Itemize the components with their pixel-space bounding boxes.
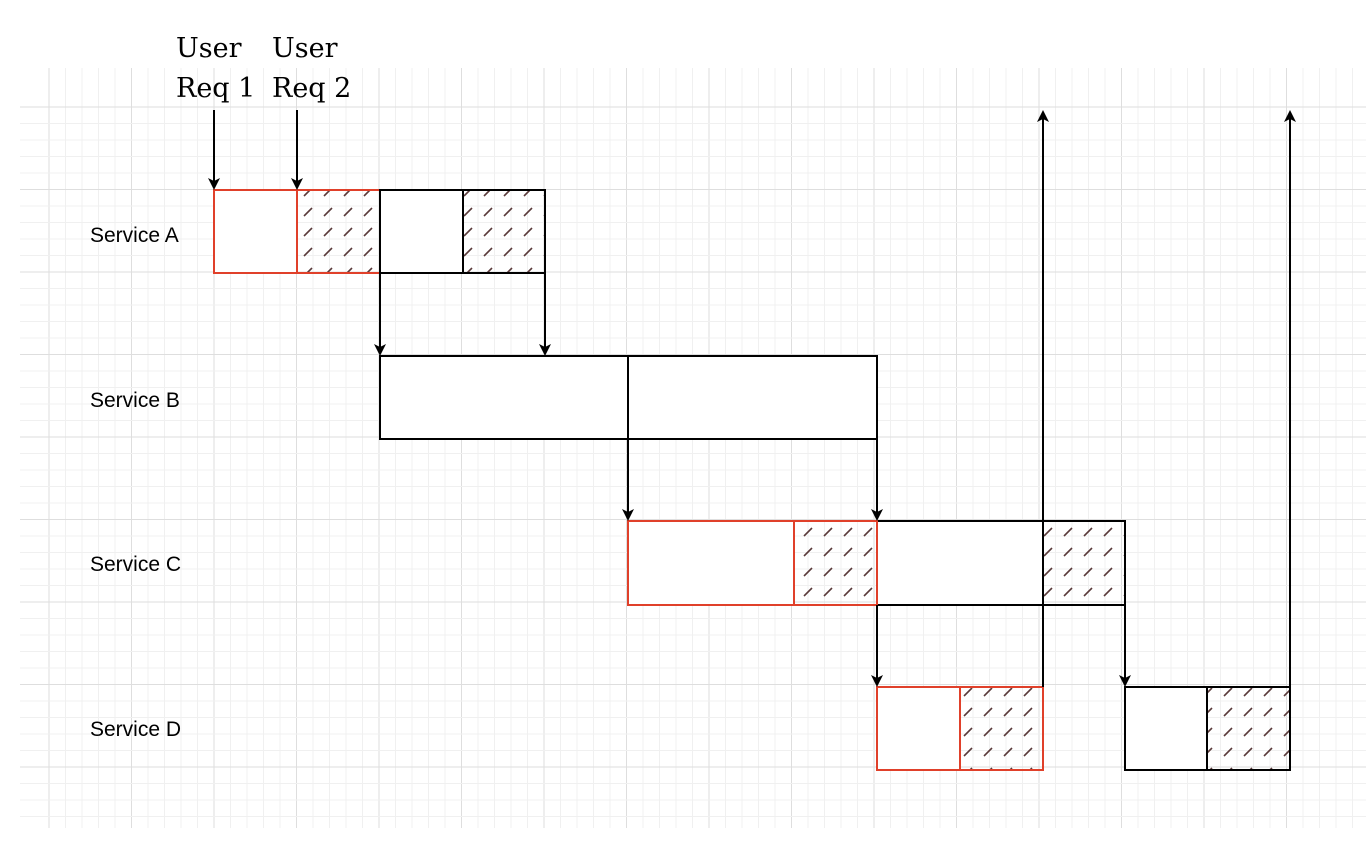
service-d-req2-block xyxy=(1124,686,1208,771)
service-c-req2-hatched-block xyxy=(1042,520,1126,606)
grid-background xyxy=(20,68,1366,828)
service-a-req2-block xyxy=(379,189,464,274)
service-c-req1-block xyxy=(627,520,795,606)
lane-label-service-a: Service A xyxy=(90,224,179,247)
service-d-req1-hatched-block xyxy=(959,686,1044,771)
request-label-2-line2: Req 2 xyxy=(272,73,351,104)
service-d-req1-block xyxy=(876,686,961,771)
service-a-req2-hatched-block xyxy=(462,189,546,274)
lane-label-service-d: Service D xyxy=(90,718,181,741)
service-a-req1-block xyxy=(213,189,298,274)
service-d-req2-hatched-block xyxy=(1206,686,1291,771)
request-label-1-line1: User xyxy=(176,33,242,64)
service-c-req1-hatched-block xyxy=(793,520,878,606)
service-b-req2-block xyxy=(627,355,878,440)
service-b-req1-block xyxy=(379,355,629,440)
lane-label-service-c: Service C xyxy=(90,553,181,576)
request-label-2: User Req 2 xyxy=(272,33,351,104)
request-label-1-line2: Req 1 xyxy=(176,73,255,104)
service-c-req2-block xyxy=(876,520,1044,606)
request-label-2-line1: User xyxy=(272,33,338,64)
lane-label-service-b: Service B xyxy=(90,389,180,412)
service-a-req1-hatched-block xyxy=(296,189,381,274)
request-label-1: User Req 1 xyxy=(176,33,255,104)
